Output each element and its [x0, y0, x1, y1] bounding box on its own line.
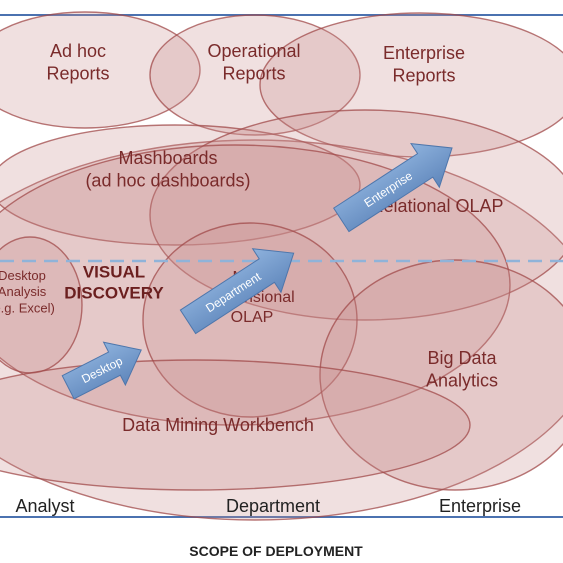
label-line: (e.g. Excel) [0, 300, 55, 315]
label-line: Reports [222, 63, 285, 83]
axis-tick-analyst: Analyst [15, 496, 74, 516]
label-line: Enterprise [383, 43, 465, 63]
outer-broad-ellipse [0, 139, 563, 521]
multidimensional-olap-ellipse [142, 222, 358, 418]
label-line: OLAP [231, 309, 274, 326]
operational-reports-ellipse [149, 14, 361, 136]
enterprise-arrow: Enterprise [333, 142, 453, 233]
label-line: (ad hoc dashboards) [85, 170, 250, 190]
label-line: DISCOVERY [64, 284, 164, 303]
label-line: VISUAL [83, 262, 145, 281]
visual-discovery-label: VISUAL DISCOVERY [64, 262, 164, 302]
label-line: Analytics [426, 370, 498, 390]
label-line: Analysis [0, 284, 47, 299]
label-line: Desktop [0, 268, 46, 283]
label-line: Operational [207, 41, 300, 61]
mashboards-label: Mashboards(ad hoc dashboards) [85, 148, 250, 191]
label-line: Big Data [427, 348, 497, 368]
data-mining-workbench-label: Data Mining Workbench [122, 415, 314, 435]
adhoc-reports-ellipse [0, 11, 201, 129]
label-line: Reports [46, 63, 109, 83]
relational-olap-label: Relational OLAP [370, 196, 503, 216]
big-data-analytics-ellipse [319, 259, 563, 491]
label-line: Ad hoc [50, 41, 106, 61]
axis-tick-enterprise: Enterprise [439, 496, 521, 516]
label-line: Reports [392, 65, 455, 85]
mashboards-ellipse [0, 124, 361, 246]
label-line: Mashboards [118, 148, 217, 168]
axis-title: SCOPE OF DEPLOYMENT [189, 543, 363, 559]
axis-tick-department: Department [226, 496, 320, 516]
data-mining-workbench-ellipse [0, 359, 471, 491]
